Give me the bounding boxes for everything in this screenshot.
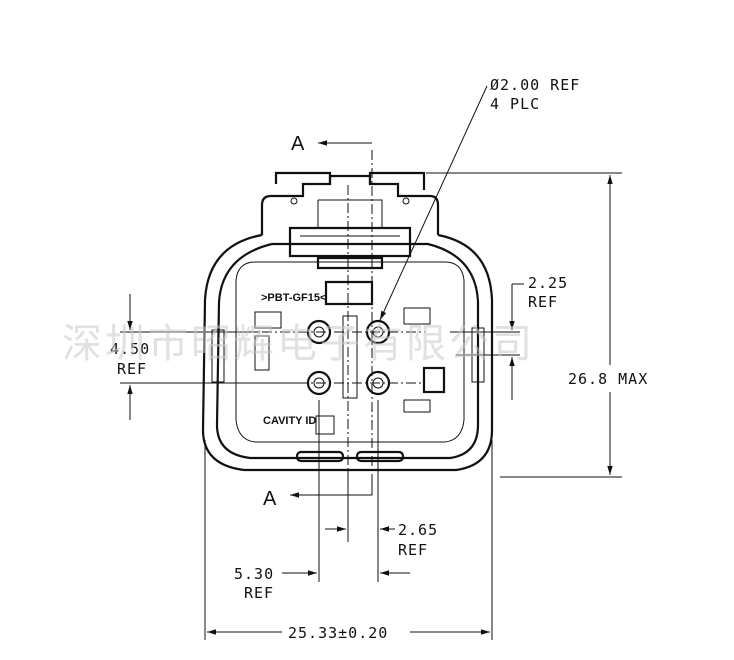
offset-h-ref: REF: [244, 584, 274, 602]
section-marker-bottom: A: [263, 480, 373, 510]
section-label-bottom: A: [263, 488, 277, 510]
material-marking: >PBT-GF15<: [261, 292, 326, 304]
section-label-top: A: [291, 133, 305, 155]
pitch-vertical-dimension: 2.25 REF: [450, 274, 568, 400]
width-dimension: 25.33±0.20: [204, 440, 493, 642]
pitch-h-ref: REF: [398, 541, 428, 559]
offset-vertical-dimension: 4.50 REF: [110, 294, 300, 420]
pitch-horizontal-dimension: 2.65 REF: [325, 400, 438, 582]
pitch-h-value: 2.65: [398, 521, 438, 539]
offset-v-value: 4.50: [110, 340, 150, 358]
height-max-label: 26.8 MAX: [568, 370, 648, 388]
hole-diameter-callout: Ø2.00 REF 4 PLC: [379, 76, 580, 321]
width-total-label: 25.33±0.20: [288, 624, 388, 642]
pitch-v-ref: REF: [528, 293, 558, 311]
hole-count-label: 4 PLC: [490, 95, 540, 113]
offset-horizontal-dimension: 5.30 REF: [234, 400, 410, 602]
offset-h-value: 5.30: [234, 565, 274, 583]
cavity-id-marking: CAVITY ID: [263, 415, 316, 427]
company-watermark: 深圳市昭辉电子有限公司: [62, 321, 535, 367]
hole-diameter-label: Ø2.00 REF: [490, 76, 580, 94]
offset-v-ref: REF: [117, 360, 147, 378]
pitch-v-value: 2.25: [528, 274, 568, 292]
height-dimension: 26.8 MAX: [426, 172, 648, 478]
section-marker-top: A: [291, 133, 372, 155]
